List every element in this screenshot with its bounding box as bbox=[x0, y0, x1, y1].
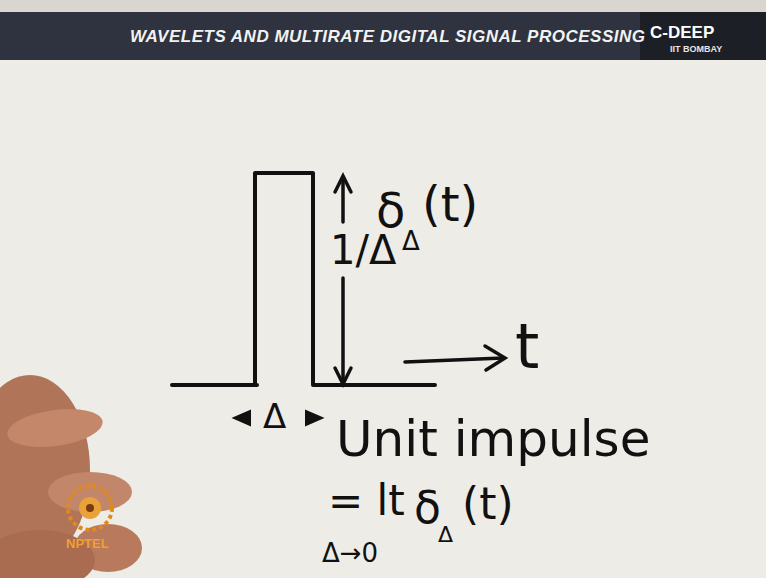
delta-subscript: Δ bbox=[438, 524, 453, 546]
logo-panel bbox=[640, 12, 766, 60]
delta-symbol: δ bbox=[414, 486, 441, 530]
limit-condition: Δ→0 bbox=[322, 540, 378, 566]
limit-operator: = lt bbox=[328, 480, 405, 522]
delta-symbol: δ bbox=[376, 186, 405, 234]
axis-label: t bbox=[515, 316, 539, 378]
nptel-emblem bbox=[68, 486, 112, 530]
height-arrow bbox=[335, 176, 351, 384]
top-strip bbox=[0, 0, 766, 12]
logo-text: C-DEEP bbox=[650, 24, 714, 41]
logo-subtext: IIT BOMBAY bbox=[670, 45, 722, 54]
time-arrow bbox=[405, 346, 505, 370]
course-title: WAVELETS AND MULTIRATE DIGITAL SIGNAL PR… bbox=[130, 28, 645, 45]
unit-impulse-label: Unit impulse bbox=[336, 414, 650, 464]
hand bbox=[0, 375, 142, 578]
argument: (t) bbox=[462, 482, 514, 526]
height-label: 1/Δ bbox=[330, 230, 396, 270]
banner bbox=[0, 12, 766, 60]
rectangular-pulse bbox=[172, 173, 435, 385]
width-label: Δ bbox=[263, 399, 286, 433]
nptel-label: NPTEL bbox=[66, 537, 109, 550]
argument: (t) bbox=[422, 180, 478, 228]
delta-subscript: Δ bbox=[402, 228, 420, 254]
